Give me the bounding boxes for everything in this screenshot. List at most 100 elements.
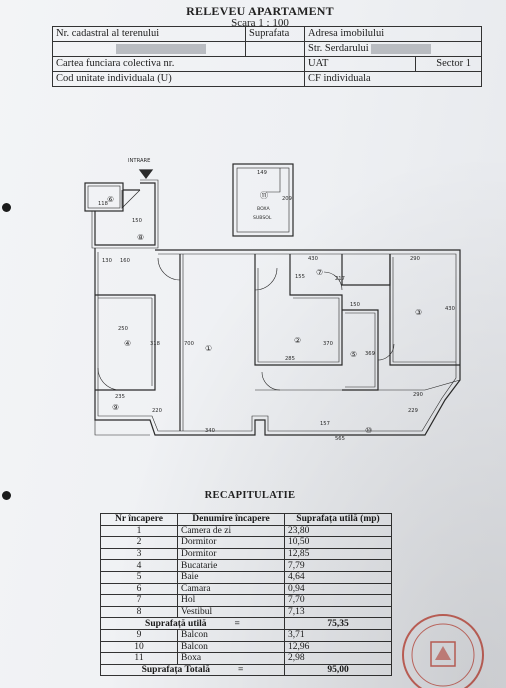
row-nr: 7 xyxy=(100,594,178,607)
row-nr: 5 xyxy=(100,570,178,584)
adresa-label: Adresa imobilului xyxy=(304,26,482,42)
row-nr: 9 xyxy=(100,628,178,642)
official-stamp xyxy=(402,614,484,688)
recap-title: RECAPITULATIE xyxy=(204,490,296,501)
suprafata-value xyxy=(245,41,305,57)
room-5-number: ⑤ xyxy=(350,350,357,359)
dim-18: 150 xyxy=(350,302,360,308)
room-4-number: ④ xyxy=(124,339,131,348)
dim-2: 209 xyxy=(282,196,292,202)
dim-16: 290 xyxy=(410,256,420,262)
row-nr: 6 xyxy=(100,582,178,596)
cf-label: CF individuala xyxy=(304,71,482,87)
room-8-number: ⑧ xyxy=(137,233,144,242)
dim-25: 229 xyxy=(408,408,418,414)
recap-table: Nr încapere Denumire încapere Suprafața … xyxy=(100,513,392,677)
row-nr: 3 xyxy=(100,547,178,561)
grand-total-row-text: Suprafața Totală xyxy=(141,665,210,676)
recap-header-row: Nr încapere Denumire încapere Suprafața … xyxy=(100,513,392,526)
dim-8: 318 xyxy=(150,341,160,347)
util-total-row-text: Suprafață utilă xyxy=(145,618,207,629)
dim-10: 220 xyxy=(152,408,162,414)
row-denumire: Baie xyxy=(177,570,285,584)
room-2-number: ② xyxy=(294,336,301,345)
grand-total-row-eq: = xyxy=(237,665,244,676)
punch-hole-top xyxy=(2,203,11,212)
subsol-label: SUBSOL xyxy=(253,215,272,221)
row-nr: 4 xyxy=(100,559,178,572)
dim-3: 150 xyxy=(132,218,142,224)
suprafata-label: Suprafata xyxy=(245,26,305,42)
row-suprafata: 7,70 xyxy=(284,594,392,607)
dim-20: 370 xyxy=(323,341,333,347)
row-denumire: Dormitor xyxy=(177,536,285,549)
row-denumire: Camara xyxy=(177,582,285,596)
dim-11: 340 xyxy=(205,428,215,434)
row-suprafata: 10,50 xyxy=(284,536,392,549)
row-suprafata: 12,85 xyxy=(284,547,392,561)
room-1-number: ① xyxy=(205,344,212,353)
cod-label: Cod unitate individuala (U) xyxy=(52,71,305,87)
dim-15: 217 xyxy=(335,276,345,282)
dim-22: 157 xyxy=(320,421,330,427)
cadastral-label: Nr. cadastral al terenului xyxy=(52,26,246,42)
dim-24: 290 xyxy=(413,392,423,398)
row-suprafata: 12,96 xyxy=(284,640,392,654)
room-11-number: ⑪ xyxy=(260,191,268,200)
row-denumire: Hol xyxy=(177,594,285,607)
grand-total-row-label: Suprafața Totală = xyxy=(100,663,285,677)
street-cell: Str. Serdarului xyxy=(304,41,482,57)
carte-label: Cartea funciara colectiva nr. xyxy=(52,56,305,72)
dim-9: 235 xyxy=(115,394,125,400)
row-nr: 8 xyxy=(100,605,178,619)
room-3-number: ③ xyxy=(415,308,422,317)
dim-7: 250 xyxy=(118,326,128,332)
row-denumire: Balcon xyxy=(177,640,285,654)
grand-total-row-value: 95,00 xyxy=(284,663,392,677)
entrance-label: INTRARE xyxy=(128,158,150,164)
row-denumire: Camera de zi xyxy=(177,524,285,538)
room-9-number: ⑨ xyxy=(112,403,119,412)
dim-5: 160 xyxy=(120,258,130,264)
util-total-row-value: 75,35 xyxy=(284,617,392,630)
row-suprafata: 0,94 xyxy=(284,582,392,596)
util-total-row-label: Suprafață utilă = xyxy=(100,617,285,630)
row-nr: 2 xyxy=(100,536,178,549)
dim-14: 155 xyxy=(295,274,305,280)
dim-17: 430 xyxy=(445,306,455,312)
dim-13: 430 xyxy=(308,256,318,262)
dim-6: 130 xyxy=(102,258,112,264)
util-total-row-eq: = xyxy=(234,618,240,629)
dim-1: 149 xyxy=(257,170,267,176)
row-nr: 10 xyxy=(100,640,178,654)
room-6-number: ⑥ xyxy=(107,195,114,204)
document-title: RELEVEU APARTAMENT xyxy=(186,4,334,18)
col-suprafata: Suprafața utilă (mp) xyxy=(284,513,392,526)
dim-19: 285 xyxy=(285,356,295,362)
street-text: Str. Serdarului xyxy=(308,43,369,54)
room-7-number: ⑦ xyxy=(316,268,323,277)
row-suprafata: 3,71 xyxy=(284,628,392,642)
row-suprafata: 4,64 xyxy=(284,570,392,584)
row-denumire: Balcon xyxy=(177,628,285,642)
grand-total-row: Suprafața Totală = 95,00 xyxy=(100,663,392,677)
punch-hole-bottom xyxy=(2,491,11,500)
sector-label: Sector 1 xyxy=(415,56,482,72)
floor-plan: INTRARE BOXA SUBSOL 149 209 150 118 160 … xyxy=(84,158,461,442)
dim-23: 565 xyxy=(335,436,345,442)
uat-label: UAT xyxy=(304,56,416,72)
row-nr: 11 xyxy=(100,652,178,665)
cadastral-value xyxy=(52,41,246,57)
